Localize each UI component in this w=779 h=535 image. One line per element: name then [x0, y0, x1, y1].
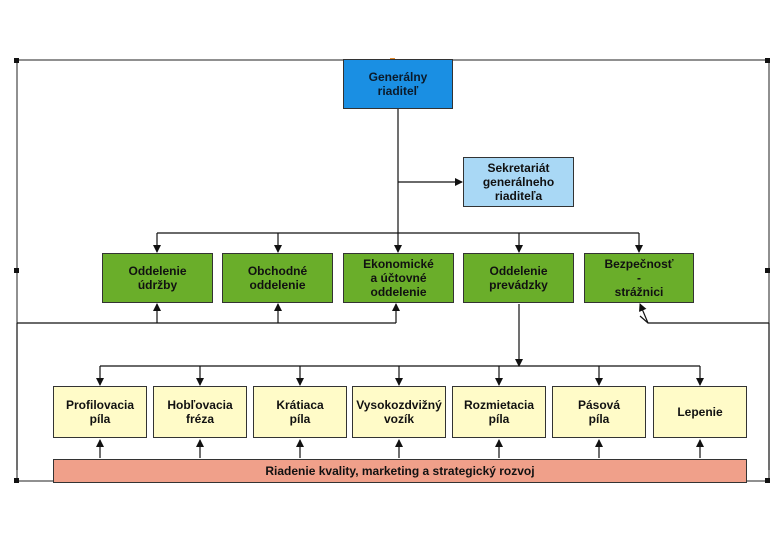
node-production-unit: Profilovacia píla — [53, 386, 147, 438]
selection-handle[interactable] — [765, 268, 770, 273]
selection-handle[interactable] — [765, 478, 770, 483]
node-quality-management: Riadenie kvality, marketing a strategick… — [53, 459, 747, 483]
selection-handle[interactable] — [14, 478, 19, 483]
node-production-unit: Lepenie — [653, 386, 747, 438]
node-production-unit: Hobľovacia fréza — [153, 386, 247, 438]
node-production-unit: Krátiaca píla — [253, 386, 347, 438]
connector-feedback-5 — [639, 303, 649, 324]
connector-right-feedback — [639, 315, 769, 324]
node-department: Bezpečnosť - strážnici — [584, 253, 694, 303]
selection-handle[interactable] — [14, 58, 19, 63]
node-department: Obchodné oddelenie — [222, 253, 333, 303]
node-production-unit: Rozmietacia píla — [452, 386, 546, 438]
node-department: Ekonomické a účtovné oddelenie — [343, 253, 454, 303]
node-production-unit: Vysokozdvižný vozík — [352, 386, 446, 438]
node-secretariat: Sekretariát generálneho riaditeľa — [463, 157, 574, 207]
node-production-unit: Pásová píla — [552, 386, 646, 438]
node-department: Oddelenie prevádzky — [463, 253, 574, 303]
node-general-director: Generálny riaditeľ — [343, 59, 453, 109]
selection-handle[interactable] — [765, 58, 770, 63]
node-department: Oddelenie údržby — [102, 253, 213, 303]
selection-handle[interactable] — [14, 268, 19, 273]
